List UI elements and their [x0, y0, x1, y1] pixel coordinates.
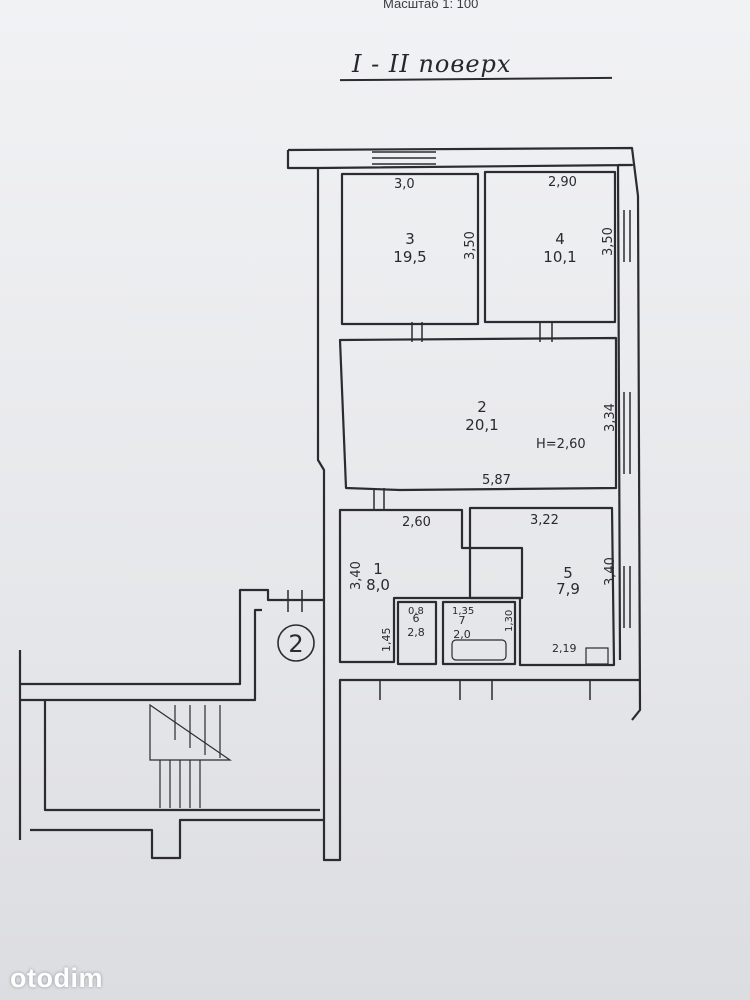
dim-room3-depth: 3,50	[463, 231, 478, 260]
room-5-outline	[468, 506, 616, 667]
plan-walls	[18, 146, 642, 862]
room-5-number: 5	[563, 564, 573, 582]
room-1-outline	[338, 508, 524, 664]
room-3-area: 19,5	[393, 248, 426, 266]
room-6-area: 2,8	[407, 626, 425, 639]
marker-label: 2	[288, 630, 303, 658]
room-5-area: 7,9	[556, 580, 580, 598]
room-labels: 3 19,5 4 10,1 2 20,1 1 8,0 5 7,9 6 2,8 7…	[366, 230, 580, 641]
room-4-number: 4	[555, 230, 565, 248]
floor-title: I - II поверх	[352, 50, 512, 78]
room-3-outline	[340, 172, 480, 326]
outer-wall-top-inner	[317, 163, 634, 170]
plan-doors	[287, 322, 591, 700]
outer-wall-right-inner	[616, 164, 622, 661]
bathtub-icon	[451, 639, 507, 661]
outer-wall-left-inner	[20, 608, 262, 702]
marker-circle	[277, 624, 315, 662]
room-2-area: 20,1	[465, 416, 498, 434]
room-1-area: 8,0	[366, 576, 390, 594]
outer-wall-left	[20, 150, 326, 686]
dim-room4-depth: 3,50	[601, 227, 616, 256]
dim-corridor-depth: 1,45	[380, 628, 393, 653]
room-6-number: 6	[413, 612, 420, 625]
dim-room3-width: 3,0	[394, 177, 415, 192]
plan-windows	[372, 151, 631, 628]
room-7-area: 2,0	[453, 628, 471, 641]
stove-icon	[585, 647, 609, 665]
outer-wall-right	[631, 195, 642, 721]
dim-room5-depth: 3,40	[603, 557, 618, 586]
room-7-outline	[441, 600, 517, 666]
dim-ceiling-height: H=2,60	[536, 437, 586, 452]
scale-label: Масштаб 1: 100	[383, 0, 479, 11]
dim-wc-width: 0,8	[408, 606, 424, 617]
dim-kitchen-counter: 2,19	[552, 642, 577, 655]
room-3-number: 3	[405, 230, 415, 248]
room-4-outline	[483, 170, 617, 324]
dim-room4-width: 2,90	[548, 175, 577, 190]
dim-room1-width: 2,60	[402, 515, 431, 530]
lower-wall-c	[43, 700, 320, 812]
room-1-number: 1	[373, 560, 383, 578]
dim-room2-length: 5,87	[482, 473, 511, 488]
stairs	[149, 703, 232, 808]
room-7-number: 7	[459, 614, 466, 627]
dim-bath-width: 1,35	[452, 606, 474, 617]
watermark: otodim	[10, 963, 103, 993]
dashed-partition	[468, 547, 523, 590]
room-2-outline	[338, 336, 618, 492]
lower-wall-a	[322, 600, 640, 862]
dim-room1-depth: 3,40	[349, 561, 364, 590]
dim-room2-depth: 3,34	[603, 403, 618, 432]
dim-room5-width: 3,22	[530, 513, 559, 528]
dimension-labels: 3,0 2,90 3,50 3,50 3,34 5,87 H=2,60 2,60…	[349, 175, 618, 655]
room-6-outline	[396, 600, 438, 666]
dim-bath-depth: 1,30	[504, 610, 515, 632]
lower-wall-b	[30, 818, 324, 860]
room-4-area: 10,1	[543, 248, 576, 266]
room-2-number: 2	[477, 398, 487, 416]
outer-wall-top	[287, 146, 640, 197]
